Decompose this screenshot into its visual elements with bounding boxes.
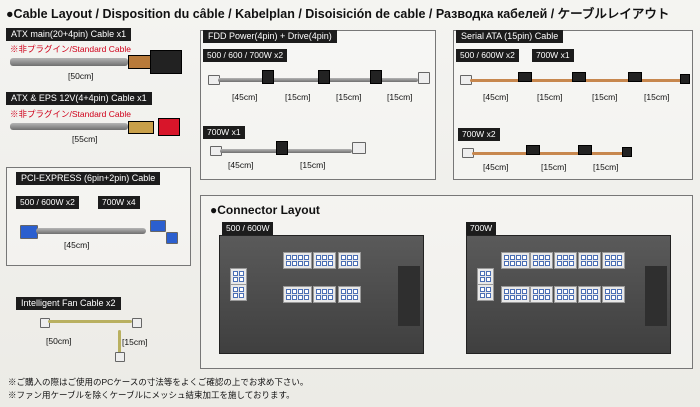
fdd-a-plug-2 [318, 70, 330, 84]
sata-c-plug-1 [526, 145, 540, 155]
fan-plug-2 [132, 318, 142, 328]
pcie-label: PCI-EXPRESS (6pin+2pin) Cable [16, 172, 161, 185]
atx-main-label: ATX main(20+4pin) Cable x1 [6, 28, 132, 41]
sata-a-plug-2 [572, 72, 586, 82]
eps-plug [158, 118, 180, 136]
sata-a-plug-4 [680, 74, 690, 84]
panel-a-port-1 [283, 252, 312, 269]
atx-main-wires [128, 55, 152, 69]
pcie-model-a: 500 / 600W x2 [16, 196, 79, 209]
panel-a-port-2 [313, 252, 336, 269]
panel-b-port-6 [501, 286, 530, 303]
fdd-b-plug-1 [276, 141, 288, 155]
atx-main-cable [10, 58, 128, 66]
pcie-model-b: 700W x4 [98, 196, 140, 209]
fdd-a-plug-1 [262, 70, 274, 84]
fdd-a-length-3: [15cm] [387, 92, 413, 102]
fdd-model-b: 700W x1 [203, 126, 245, 139]
atx-eps-note: ※非プラグイン/Standard Cable [10, 109, 131, 119]
page-title: ●Cable Layout / Disposition du câble / K… [6, 7, 670, 21]
fdd-b-plug-2 [352, 142, 366, 154]
atx-main-plug [150, 50, 182, 74]
atx-eps-label: ATX & EPS 12V(4+4pin) Cable x1 [6, 92, 152, 105]
fdd-a-length-0: [45cm] [232, 92, 258, 102]
panel-b-port-2 [530, 252, 553, 269]
pcie-plug-2pin [166, 232, 178, 244]
panel-b-port-5 [602, 252, 625, 269]
panel-b-port-small-2 [477, 284, 494, 301]
atx-eps-length: [55cm] [72, 134, 98, 144]
footer-note-1: ※ご購入の際はご使用のPCケースの寸法等をよくご確認の上でお求め下さい。 [8, 377, 309, 387]
panel-b-port-7 [530, 286, 553, 303]
connector-panel-a-label: 500 / 600W [222, 222, 274, 235]
fdd-a-plug-4 [418, 72, 430, 84]
panel-b-port-1 [501, 252, 530, 269]
panel-b-port-3 [554, 252, 577, 269]
atx-eps-wires [128, 121, 154, 134]
panel-a-edge [398, 266, 420, 326]
sata-c-length-0: [45cm] [483, 162, 509, 172]
atx-main-note: ※非プラグイン/Standard Cable [10, 44, 131, 54]
fdd-b-length-1: [15cm] [300, 160, 326, 170]
sata-c-cable [472, 152, 624, 155]
sata-c-length-2: [15cm] [593, 162, 619, 172]
panel-a-port-3 [338, 252, 361, 269]
pcie-cable [36, 228, 146, 234]
panel-a-port-5 [313, 286, 336, 303]
panel-b-port-4 [578, 252, 601, 269]
fan-cable-1 [48, 320, 132, 323]
sata-c-plug-2 [578, 145, 592, 155]
fan-plug-3 [115, 352, 125, 362]
fan-length-a: [50cm] [46, 336, 72, 346]
panel-a-port-small-1 [230, 268, 247, 285]
panel-a-port-6 [338, 286, 361, 303]
pcie-length: [45cm] [64, 240, 90, 250]
panel-b-port-9 [578, 286, 601, 303]
fdd-b-length-0: [45cm] [228, 160, 254, 170]
sata-a-plug-3 [628, 72, 642, 82]
connector-panel-b-label: 700W [466, 222, 497, 235]
connector-panel-b [466, 235, 671, 354]
fan-plug-1 [40, 318, 50, 328]
atx-eps-cable [10, 123, 128, 130]
sata-label: Serial ATA (15pin) Cable [456, 30, 564, 43]
fdd-label: FDD Power(4pin) + Drive(4pin) [203, 30, 337, 43]
sata-model-b: 700W x1 [532, 49, 574, 62]
fan-label: Intelligent Fan Cable x2 [16, 297, 121, 310]
panel-b-port-10 [602, 286, 625, 303]
fdd-a-length-1: [15cm] [285, 92, 311, 102]
sata-a-plug-1 [518, 72, 532, 82]
footer-note-2: ※ファン用ケーブルを除くケーブルにメッシュ結束加工を施しております。 [8, 390, 295, 400]
panel-a-port-4 [283, 286, 312, 303]
fdd-a-plug-3 [370, 70, 382, 84]
fdd-model-a: 500 / 600 / 700W x2 [203, 49, 288, 62]
sata-model-c: 700W x2 [458, 128, 500, 141]
pcie-plug-6pin [150, 220, 166, 232]
panel-b-port-small-1 [477, 268, 494, 285]
fan-length-b: [15cm] [122, 337, 148, 347]
atx-main-length: [50cm] [68, 71, 94, 81]
panel-b-port-8 [554, 286, 577, 303]
sata-a-length-2: [15cm] [592, 92, 618, 102]
sata-a-length-3: [15cm] [644, 92, 670, 102]
connector-panel-a [219, 235, 424, 354]
connector-title: ●Connector Layout [210, 203, 320, 217]
sata-a-length-1: [15cm] [537, 92, 563, 102]
sata-c-length-1: [15cm] [541, 162, 567, 172]
sata-model-a: 500 / 600W x2 [456, 49, 519, 62]
fdd-a-length-2: [15cm] [336, 92, 362, 102]
panel-b-edge [645, 266, 667, 326]
sata-a-length-0: [45cm] [483, 92, 509, 102]
fan-cable-2 [118, 330, 121, 354]
sata-c-plug-3 [622, 147, 632, 157]
panel-a-port-small-2 [230, 284, 247, 301]
